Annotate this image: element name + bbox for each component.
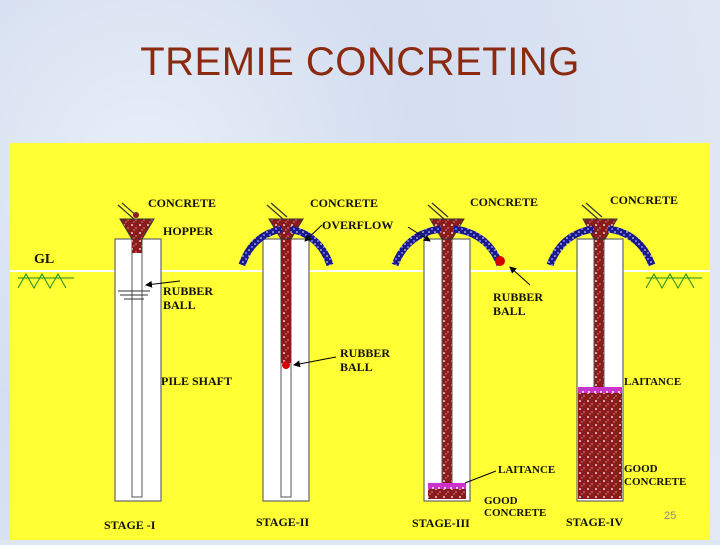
diagram-panel: GL <box>10 143 710 540</box>
overflow-label: OVERFLOW <box>322 218 393 232</box>
stage-3-laitance-label: LAITANCE <box>498 464 555 476</box>
grass-left <box>17 272 74 290</box>
stage-3-pile <box>391 202 505 502</box>
stage-1-ball-arrow <box>145 280 181 288</box>
stage-1-concrete-label: CONCRETE <box>148 196 216 210</box>
stage-1-label: STAGE -I <box>104 518 156 532</box>
pile-shaft-label: PILE SHAFT <box>161 374 232 388</box>
stage-4-concrete-label: CONCRETE <box>610 193 678 207</box>
stage-1-ball-label: BALL <box>163 298 196 312</box>
stage-2-concrete-label: CONCRETE <box>310 196 378 210</box>
grass-right <box>645 272 702 290</box>
stage-2-label: STAGE-II <box>256 515 309 529</box>
overflow-arrow <box>304 224 323 242</box>
stage-4-concrete-good-label: CONCRETE <box>624 476 686 488</box>
gl-label: GL <box>34 252 54 267</box>
stage-3-concrete-good-label: CONCRETE <box>484 507 546 519</box>
overflow-arrow-2 <box>407 226 431 242</box>
stage-2-ball-label: BALL <box>340 360 373 374</box>
stage-4-laitance-label: LAITANCE <box>624 376 681 388</box>
tremie-diagram: GL <box>10 143 710 540</box>
stage-2-rubber-label: RUBBER <box>340 346 390 360</box>
slide-number: 25 <box>664 510 676 522</box>
stage-3-laitance-line <box>464 470 497 484</box>
stage-4-good-label: GOOD <box>624 463 658 475</box>
stage-3-ball-arrow <box>509 266 531 286</box>
stage-3-concrete-label: CONCRETE <box>470 195 538 209</box>
stage-2-ball-arrow <box>293 356 337 368</box>
stage-4-label: STAGE-IV <box>566 515 623 529</box>
page-title: TREMIE CONCRETING <box>140 40 580 84</box>
stage-3-rubber-label: RUBBER <box>493 290 543 304</box>
stage-2-pile <box>238 202 334 502</box>
stage-3-label: STAGE-III <box>412 516 470 530</box>
stage-1-pile <box>114 202 162 502</box>
hopper-label: HOPPER <box>163 224 213 238</box>
stage-3-ball-label: BALL <box>493 304 526 318</box>
stage-1-rubber-label: RUBBER <box>163 284 213 298</box>
stage-4-pile <box>546 202 656 502</box>
stage-3-good-label: GOOD <box>484 495 518 507</box>
